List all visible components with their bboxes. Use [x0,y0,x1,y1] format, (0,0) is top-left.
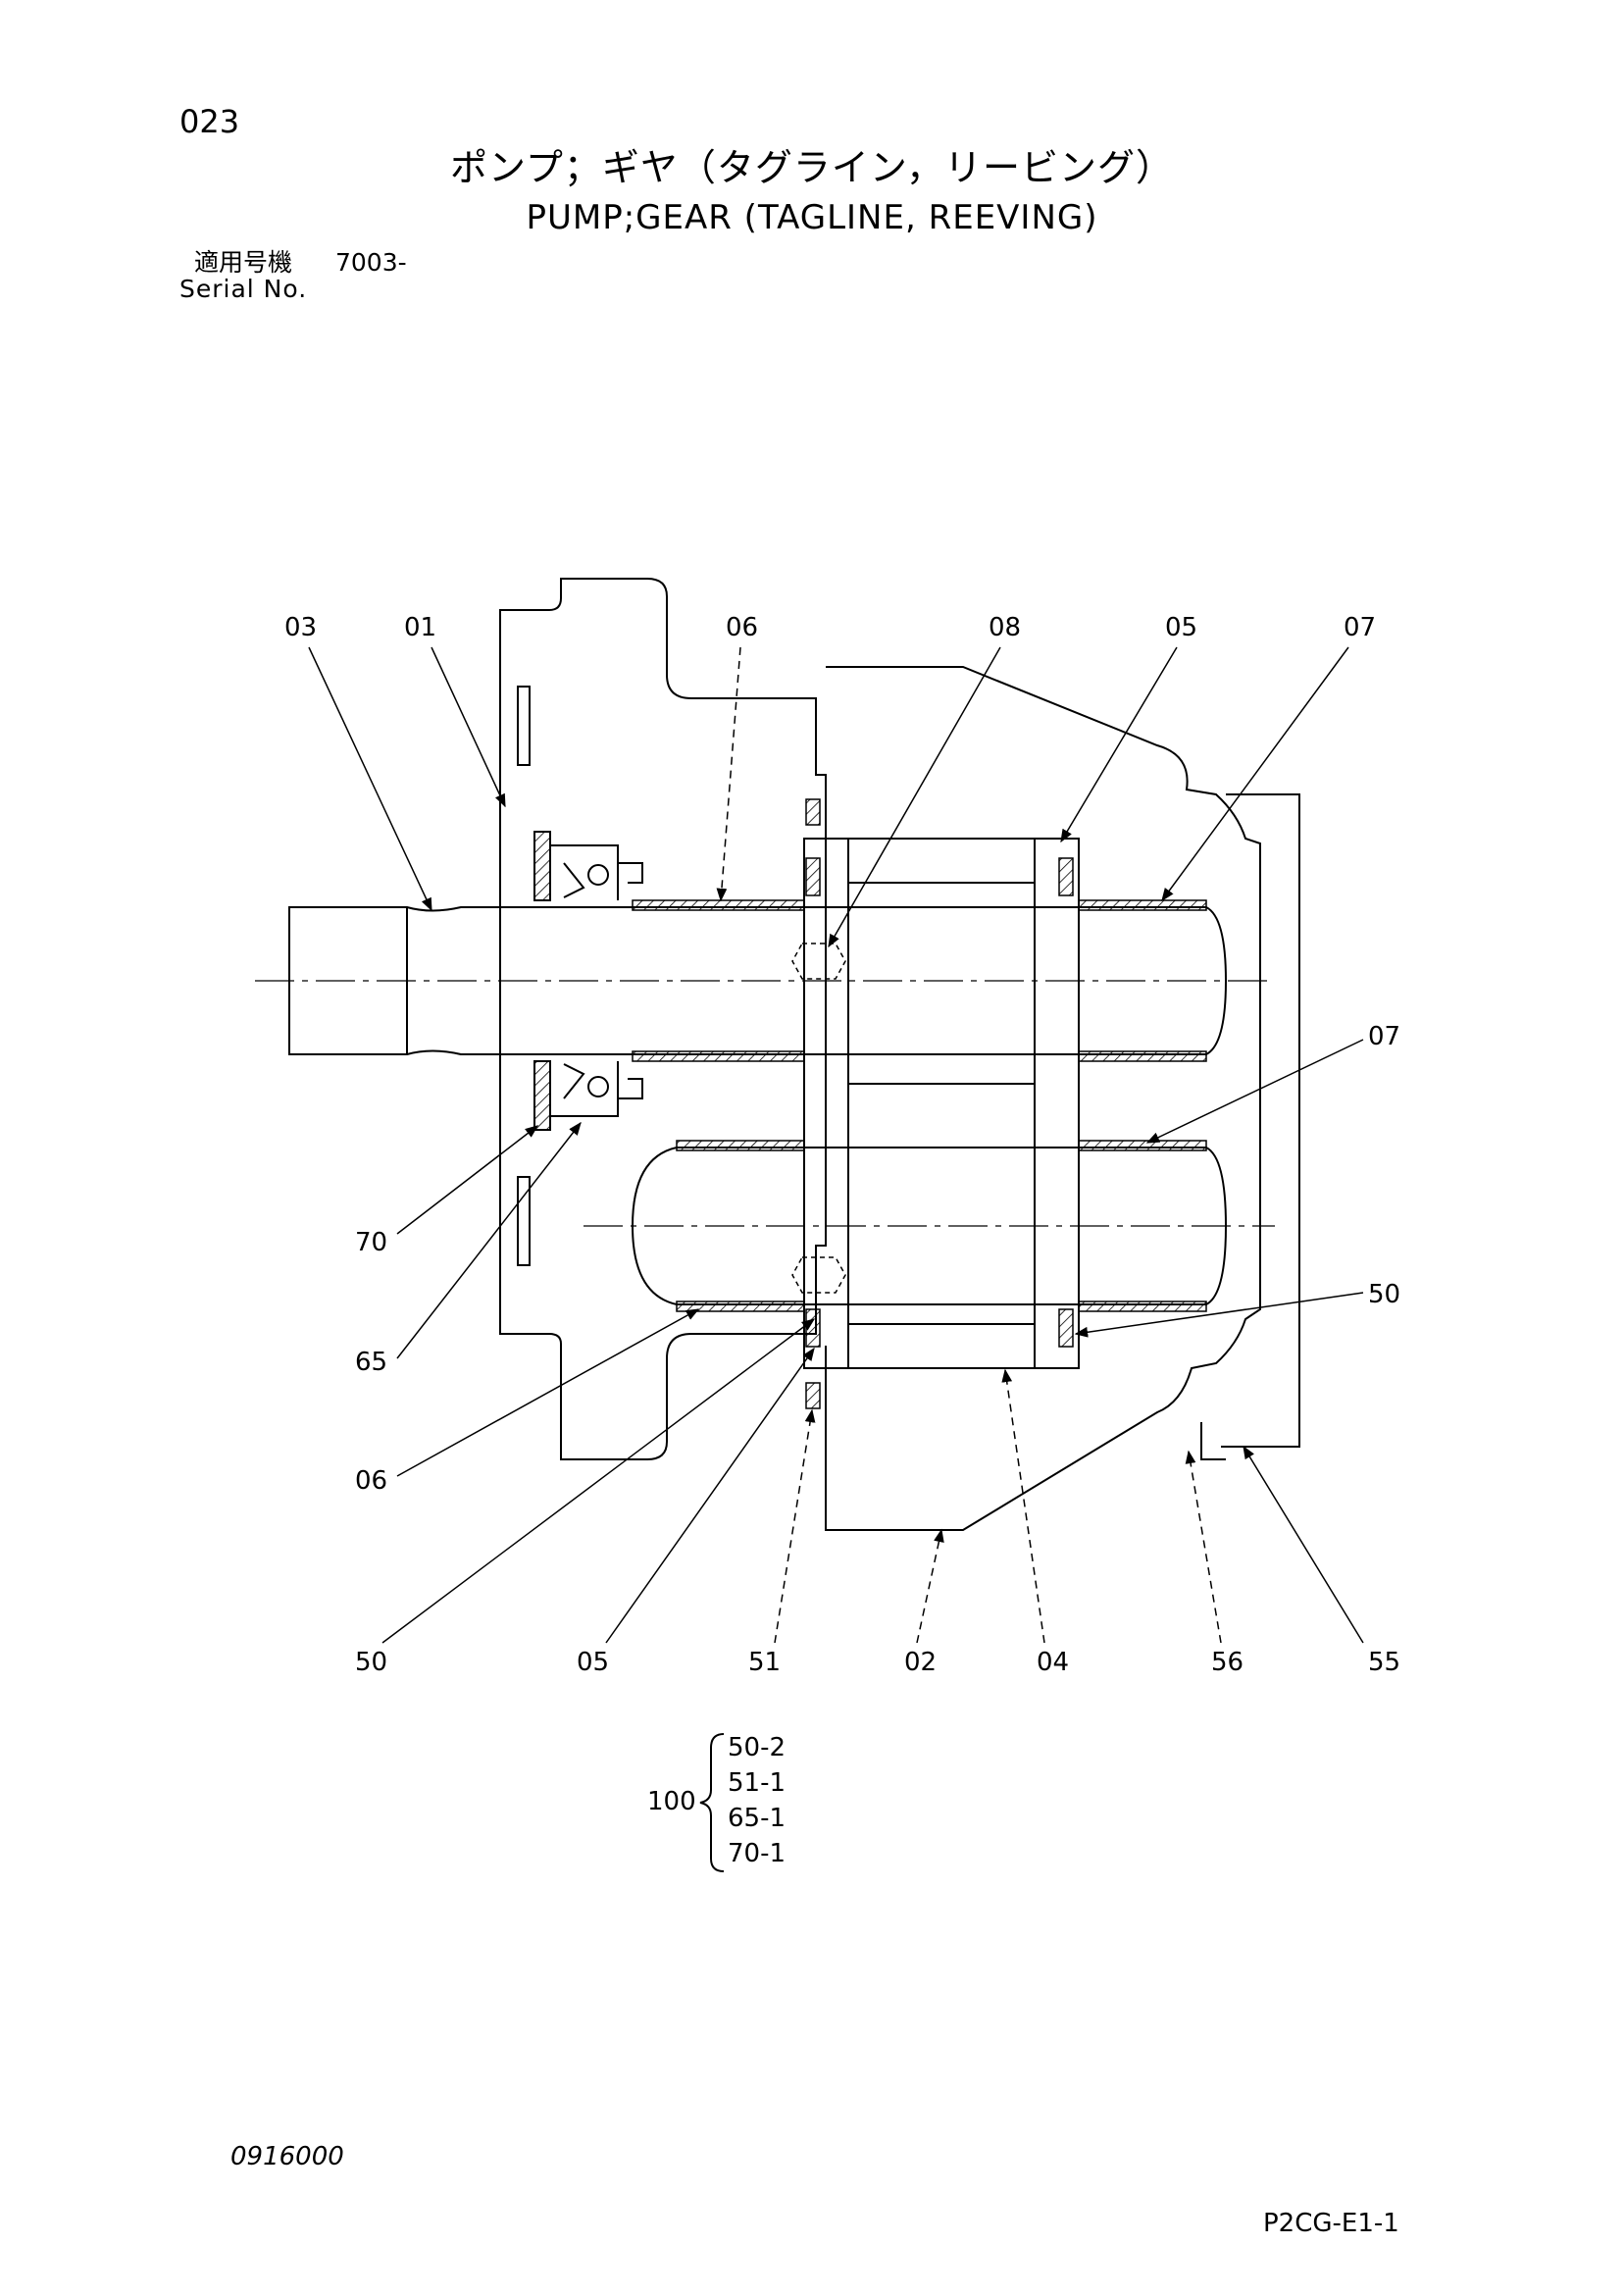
cover-02 [825,666,1300,1531]
kit-brace [699,1733,725,1872]
callout-50-right: 50 [1368,1280,1400,1309]
callout-07-right: 07 [1368,1022,1400,1051]
callout-02: 02 [904,1648,937,1677]
page-number: 023 [179,103,240,140]
serial-label-japanese: 適用号機 [194,248,293,277]
kit-group-100: 100 50-2 51-1 65-1 70-1 [647,1733,786,1872]
dowel-pins-08 [791,943,846,1294]
gears [803,838,1080,1369]
callout-55: 55 [1368,1648,1400,1677]
callout-05-bottom: 05 [577,1648,609,1677]
kit-item: 70-1 [728,1839,786,1868]
callout-51: 51 [748,1648,781,1677]
kit-label: 100 [647,1787,696,1816]
callout-06-top: 06 [726,613,758,642]
callout-08-top: 08 [989,613,1021,642]
leader-lines [308,646,1364,1644]
title-japanese: ポンプ；ギヤ（タグライン，リービング） [450,146,1174,189]
callout-04: 04 [1037,1648,1069,1677]
oil-seal-65-70 [533,831,643,1131]
serial-label-english: Serial No. [179,275,308,303]
callout-03-top: 03 [284,613,317,642]
page-code: P2CG-E1-1 [1263,2209,1399,2238]
callout-65: 65 [355,1348,387,1377]
kit-item: 50-2 [728,1733,786,1762]
seals-05-50-51 [805,798,1074,1409]
document-code: 0916000 [230,2142,344,2171]
callout-labels: 03 01 06 08 05 07 07 70 65 06 50 50 05 5… [284,613,1400,1677]
kit-item: 65-1 [728,1804,786,1833]
callout-01-top: 01 [404,613,436,642]
callout-50-bottom: 50 [355,1648,387,1677]
callout-56: 56 [1211,1648,1243,1677]
housing-body-01 [499,578,827,1460]
callout-06-left: 06 [355,1466,387,1496]
bushings-06-07 [632,899,1207,1312]
center-lines [255,980,1275,1227]
callout-05-top: 05 [1165,613,1197,642]
callout-07-top: 07 [1344,613,1376,642]
callout-70: 70 [355,1228,387,1257]
title-english: PUMP;GEAR (TAGLINE, REEVING) [526,198,1098,237]
serial-number-value: 7003- [335,248,407,277]
kit-item: 51-1 [728,1768,786,1798]
